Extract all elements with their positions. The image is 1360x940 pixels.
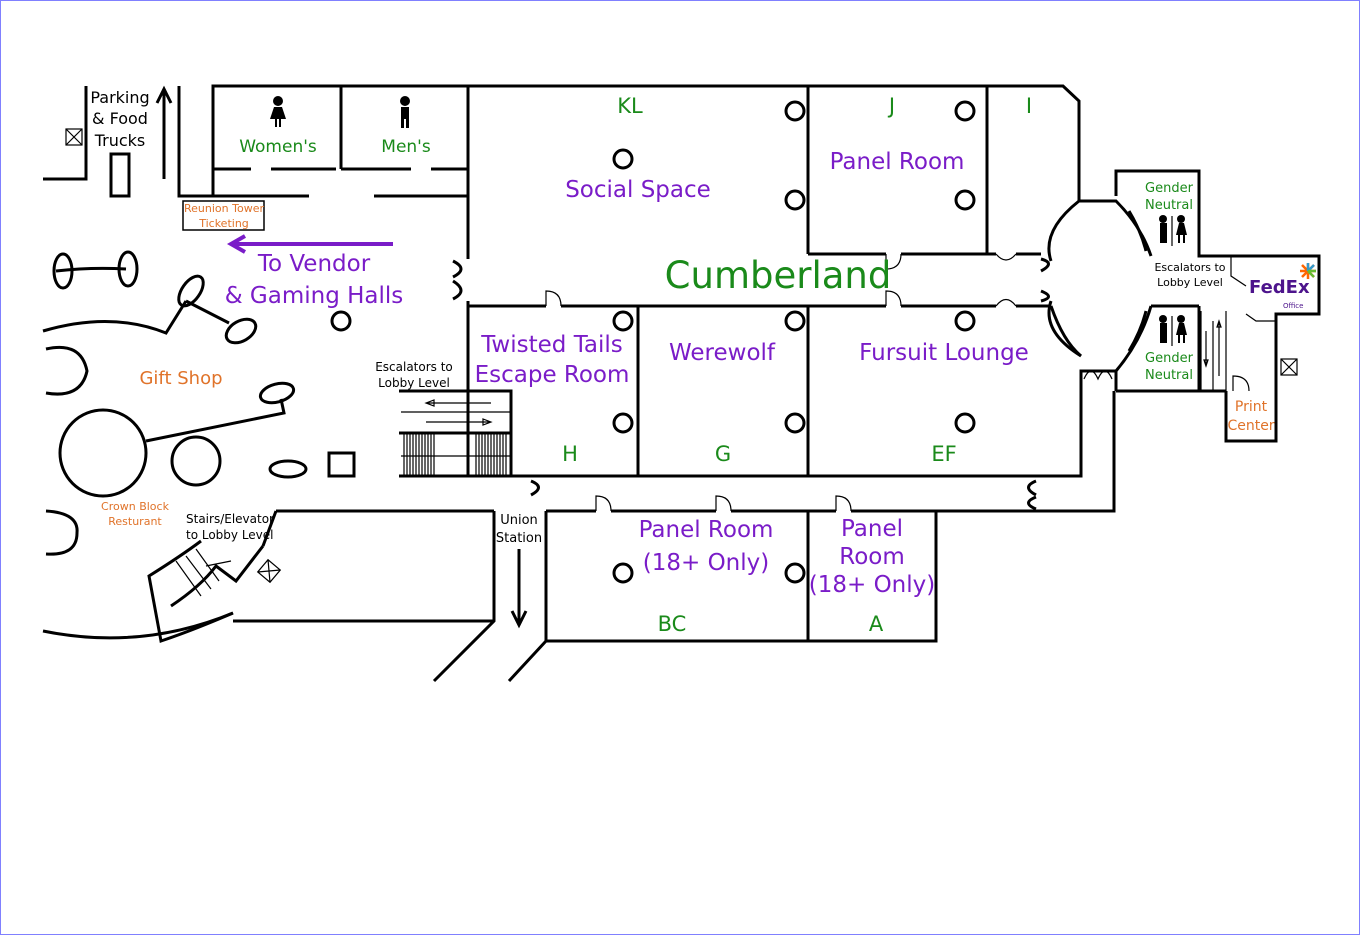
cumberland-label: Cumberland [665,254,892,297]
walls [42,84,1321,683]
fedex-logo-fed: Fed [1249,277,1286,298]
to-vendor-label: & Gaming Halls [225,283,404,309]
stairs-label: to Lobby Level [186,528,274,542]
mens-restroom-icon [400,96,410,128]
gender-neutral-label: Gender [1145,181,1194,196]
room-ef-label: EF [931,442,956,466]
womens-restroom-icon [270,96,286,127]
social-space-label: Social Space [565,177,711,203]
gender-neutral-label: Gender [1145,351,1194,366]
union-station-label: Station [496,531,542,546]
panel-room-a-label: Room [839,544,905,570]
room-i-label: I [1026,94,1032,118]
print-center-label: Print [1235,399,1268,415]
panel-room-bc-label: (18+ Only) [643,550,769,576]
reunion-tower-sign [182,200,265,231]
direction-arrow-icon [155,85,173,179]
room-bc-label: BC [658,612,687,636]
room-h-label: H [562,442,578,466]
print-center-label: Center [1227,418,1274,434]
crown-block-label: Resturant [108,515,162,528]
room-kl-label: KL [617,94,643,118]
fedex-logo-ex: Ex [1286,277,1310,298]
stairs-label: Stairs/Elevator [186,512,274,526]
union-station-label: Union [500,513,538,528]
direction-arrow-icon [226,234,393,254]
fursuit-lounge-label: Fursuit Lounge [859,340,1029,366]
parking-label: Trucks [94,131,146,150]
escalator-icon [401,399,511,476]
reunion-tower-label: Reunion Tower [184,202,264,215]
gender-neutral-restroom-icon [1159,215,1187,246]
fedex-logo: FedEx Office [1249,263,1316,310]
room-a-label: A [869,612,884,636]
fedex-logo-text: FedEx [1249,277,1310,298]
escalators-label: Lobby Level [1157,276,1223,289]
panel-room-a-label: Panel [841,516,903,542]
pillars [330,100,976,584]
panel-room-a-label: (18+ Only) [809,572,935,598]
stairs-icon [175,548,232,597]
parking-label: & Food [92,109,148,128]
womens-restroom-label: Women's [239,137,317,157]
crown-block-label: Crown Block [101,500,170,513]
fedex-logo-office: Office [1283,302,1303,310]
gender-neutral-restroom-icon [1159,315,1187,346]
reunion-tower-label: Ticketing [198,217,249,230]
to-vendor-label: To Vendor [257,251,371,277]
werewolf-label: Werewolf [669,340,776,366]
twisted-tails-label: Twisted Tails [480,332,623,358]
parking-label: Parking [90,88,149,107]
elevator-icon [1280,358,1298,376]
panel-room-j-label: Panel Room [830,149,965,175]
twisted-tails-label: Escape Room [475,362,630,388]
escalators-label: Escalators to [1154,261,1225,274]
elevator-icon [65,128,83,146]
escalators-label: Escalators to [375,360,453,374]
gender-neutral-label: Neutral [1145,368,1193,383]
elevator-icon [256,558,282,584]
gift-shop-label: Gift Shop [139,368,222,389]
escalators-label: Lobby Level [378,376,450,390]
mens-restroom-label: Men's [381,137,431,157]
panel-room-bc-label: Panel Room [639,517,774,543]
room-g-label: G [715,442,731,466]
room-j-label: J [887,94,895,118]
gender-neutral-label: Neutral [1145,198,1193,213]
direction-arrow-icon [510,549,528,629]
